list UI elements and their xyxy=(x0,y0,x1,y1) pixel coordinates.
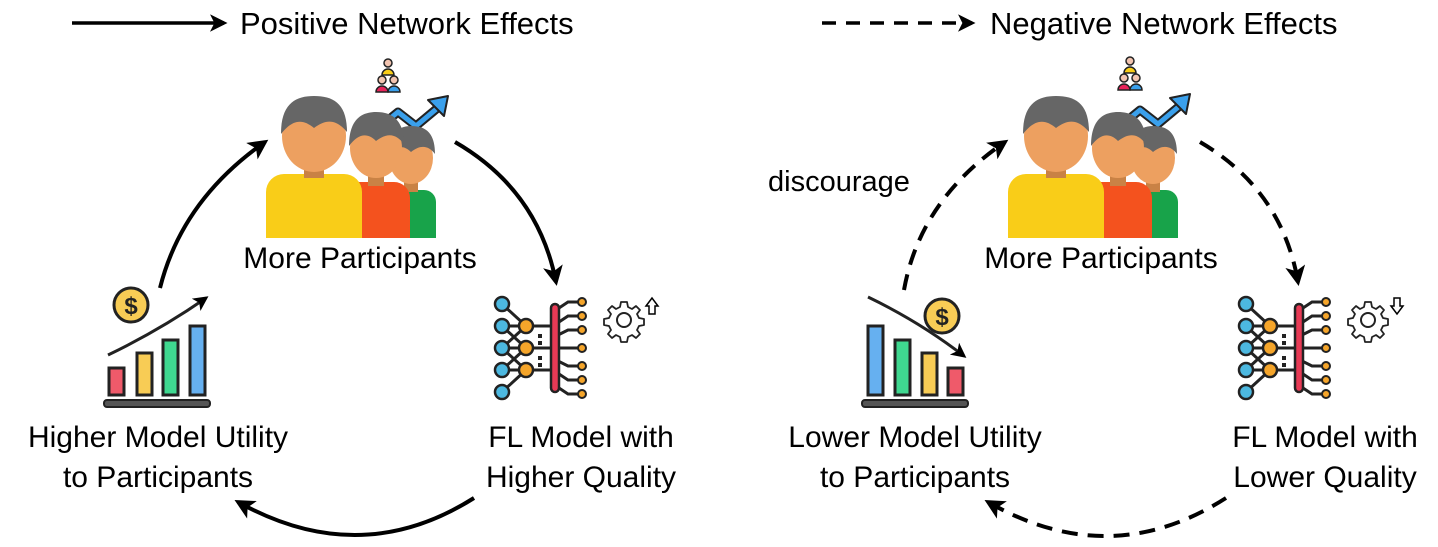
arrow-model-to-utility xyxy=(234,496,476,537)
bar-chart-icon xyxy=(103,296,211,408)
people-hierarchy-icon xyxy=(1117,56,1143,91)
dashed-arrow-utility-to-participants xyxy=(902,139,1009,291)
dollar-coin-icon xyxy=(112,286,150,324)
arrow-down-icon xyxy=(1389,297,1405,316)
panel-positive: More Participants FL Model with Higher Q… xyxy=(28,58,676,537)
neural-network-icon xyxy=(1237,295,1332,401)
discourage-annotation: discourage xyxy=(768,166,910,198)
legend-positive: Positive Network Effects xyxy=(72,6,574,41)
utility-label-line1: Lower Model Utility xyxy=(788,421,1041,454)
utility-label-line1: Higher Model Utility xyxy=(28,421,288,454)
bar-chart-icon xyxy=(861,295,969,408)
neural-network-icon xyxy=(493,295,588,401)
arrow-utility-to-participants xyxy=(158,139,269,289)
model-label-line2: Lower Quality xyxy=(1233,461,1416,494)
dashed-arrow-participants-to-model xyxy=(1198,140,1306,286)
gear-icon xyxy=(603,301,645,343)
gear-icon xyxy=(1347,301,1389,343)
legend-negative: Negative Network Effects xyxy=(822,6,1337,41)
model-label-line1: FL Model with xyxy=(488,421,674,454)
dollar-coin-icon xyxy=(923,297,961,335)
arrow-participants-to-model xyxy=(453,140,563,286)
participants-label: More Participants xyxy=(984,242,1217,275)
utility-label-line2: to Participants xyxy=(820,461,1010,494)
arrow-up-icon xyxy=(644,296,660,315)
people-hierarchy-icon xyxy=(375,58,401,93)
model-label-line1: FL Model with xyxy=(1232,421,1418,454)
participants-label: More Participants xyxy=(243,242,476,275)
panel-negative: discourage More Participants FL Model wi… xyxy=(768,56,1418,538)
dashed-arrow-model-to-utility xyxy=(984,496,1228,538)
legend-positive-label: Positive Network Effects xyxy=(240,6,574,41)
model-label-line2: Higher Quality xyxy=(486,461,676,494)
utility-label-line2: to Participants xyxy=(63,461,253,494)
legend-negative-label: Negative Network Effects xyxy=(990,6,1337,41)
